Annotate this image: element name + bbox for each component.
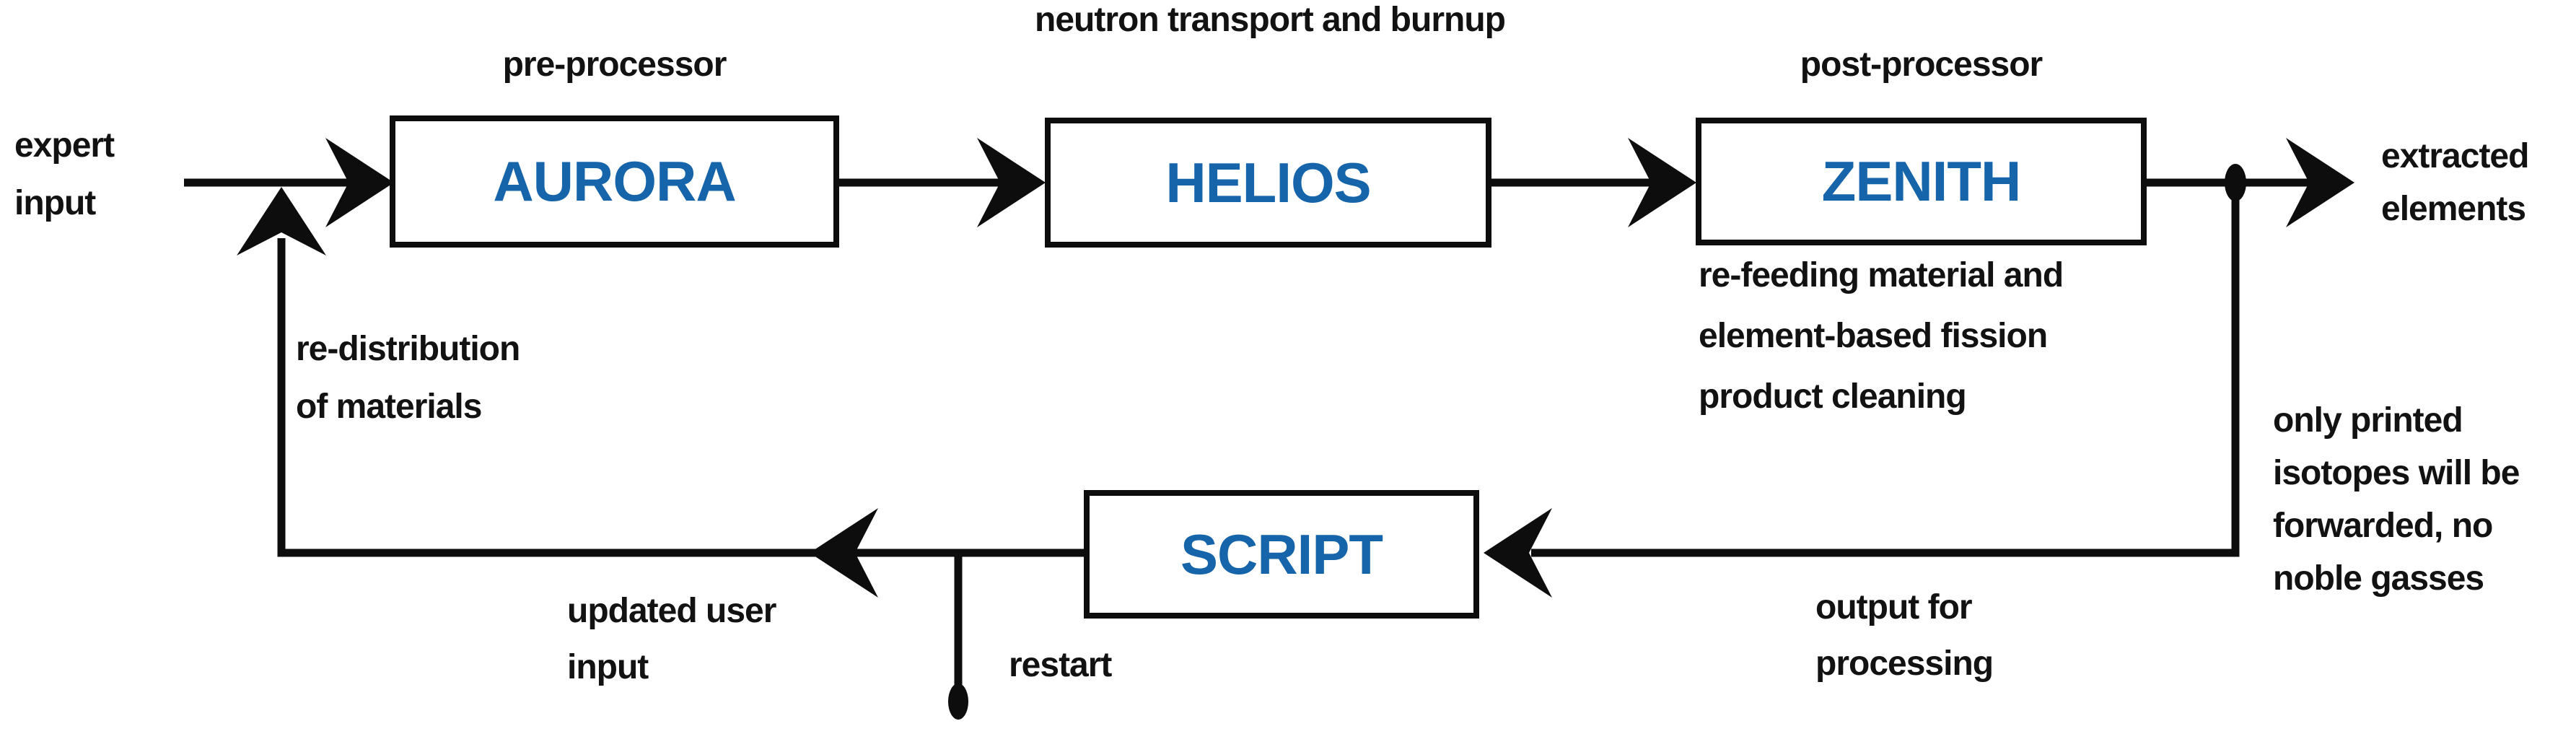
arrowhead-into-script bbox=[1484, 508, 1552, 598]
caption-pre-processor: pre-processor bbox=[502, 45, 727, 84]
wire-junction-to-script bbox=[1531, 183, 2240, 557]
label-output-for-processing: output for processing bbox=[1815, 588, 1994, 683]
label-zenith-note: re-feeding material and element-based fi… bbox=[1699, 256, 2064, 416]
label-expert-input: expert input bbox=[14, 126, 115, 222]
node-zenith-label: ZENITH bbox=[1821, 149, 2022, 213]
label-extracted-elements: extracted elements bbox=[2381, 137, 2529, 228]
node-helios-label: HELIOS bbox=[1165, 150, 1371, 214]
junction-dot-restart bbox=[948, 683, 968, 720]
label-forward-note: only printed isotopes will be forwarded,… bbox=[2273, 401, 2520, 598]
label-restart: restart bbox=[1009, 646, 1112, 684]
arrowhead-into-helios bbox=[977, 138, 1046, 227]
arrowhead-feedback-up bbox=[237, 187, 326, 255]
junction-dot-output bbox=[2225, 164, 2246, 201]
node-aurora-label: AURORA bbox=[493, 149, 736, 213]
node-helios: HELIOS bbox=[1045, 118, 1491, 248]
node-aurora: AURORA bbox=[390, 115, 839, 248]
node-script: SCRIPT bbox=[1084, 490, 1479, 619]
arrowhead-extracted bbox=[2286, 138, 2354, 227]
caption-neutron-transport: neutron transport and burnup bbox=[1035, 1, 1506, 39]
label-redistribution: re-distribution of materials bbox=[296, 330, 520, 426]
arrowhead-into-aurora bbox=[325, 138, 394, 227]
arrowhead-feedback-left bbox=[810, 508, 878, 598]
caption-post-processor: post-processor bbox=[1800, 45, 2043, 84]
node-zenith: ZENITH bbox=[1696, 118, 2147, 245]
label-updated-user-input: updated user input bbox=[567, 592, 776, 686]
arrowhead-into-zenith bbox=[1628, 138, 1696, 227]
node-script-label: SCRIPT bbox=[1180, 522, 1383, 586]
